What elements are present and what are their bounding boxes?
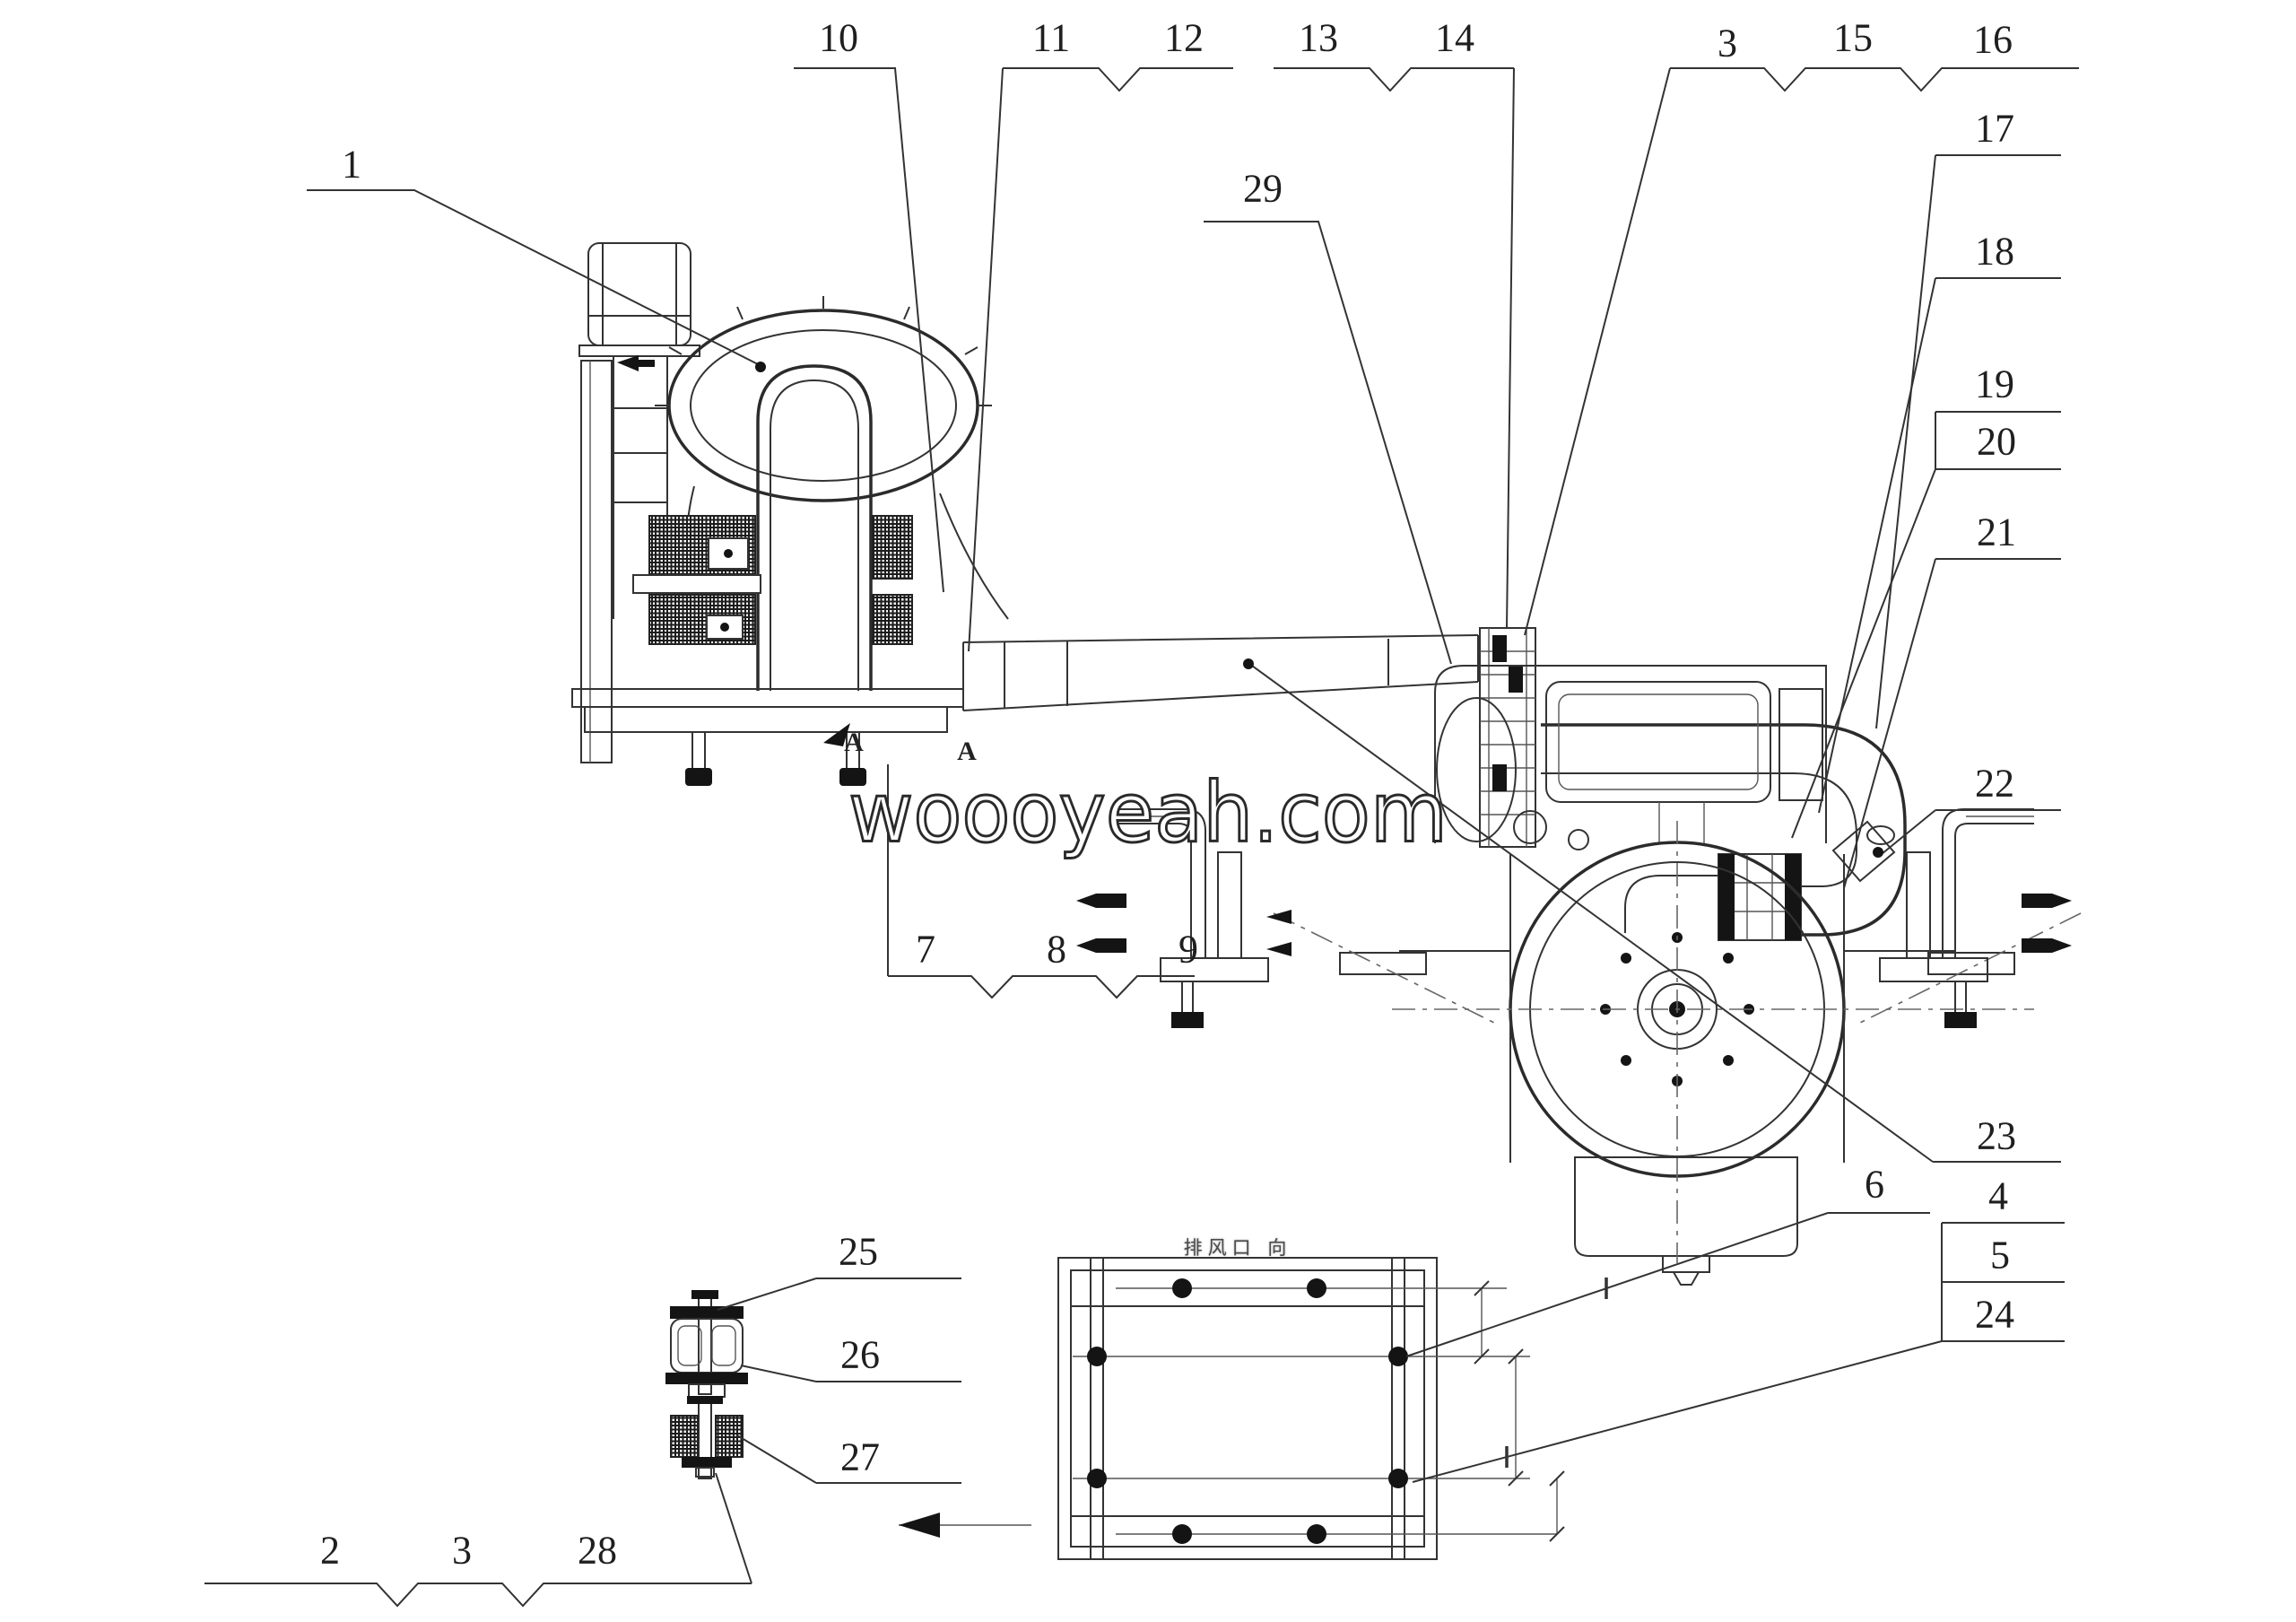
callout-18: 18 bbox=[1975, 229, 2014, 274]
section-marker-a: A bbox=[844, 728, 864, 757]
isolator-lower bbox=[670, 1396, 744, 1479]
plan-caption: 排风口 向 bbox=[1183, 1237, 1292, 1259]
callout-3_top: 3 bbox=[1718, 21, 1737, 65]
callout-16: 16 bbox=[1973, 17, 2013, 62]
callout-5: 5 bbox=[1990, 1233, 2010, 1278]
callout-26: 26 bbox=[840, 1332, 880, 1377]
callout-24: 24 bbox=[1975, 1292, 2014, 1337]
callout-28: 28 bbox=[578, 1528, 617, 1573]
callout-6: 6 bbox=[1865, 1162, 1884, 1207]
mounting-holes bbox=[1087, 1278, 1408, 1544]
callout-14: 14 bbox=[1435, 15, 1474, 60]
callout-13: 13 bbox=[1299, 15, 1338, 60]
callout-7: 7 bbox=[916, 927, 935, 972]
radiator-plan-view bbox=[899, 1257, 1608, 1560]
callout-25: 25 bbox=[839, 1229, 878, 1274]
section-marker-a2: A bbox=[957, 737, 977, 766]
watermark: woooyeah.com bbox=[848, 763, 1449, 862]
callout-29: 29 bbox=[1243, 166, 1283, 211]
callout-21: 21 bbox=[1977, 510, 2016, 554]
callout-17: 17 bbox=[1975, 106, 2014, 151]
callout-27: 27 bbox=[840, 1435, 880, 1479]
callout-15: 15 bbox=[1833, 15, 1873, 60]
callout-4: 4 bbox=[1988, 1173, 2008, 1218]
callout-11: 11 bbox=[1031, 15, 1071, 60]
airflow-arrow-icon bbox=[899, 1513, 940, 1538]
engine-mount-left bbox=[1076, 808, 1269, 1028]
callout-2: 2 bbox=[320, 1528, 340, 1573]
section-arrow-icon bbox=[823, 723, 850, 746]
callout-leaders bbox=[204, 67, 2079, 1608]
callout-9: 9 bbox=[1178, 927, 1198, 972]
callout-23: 23 bbox=[1977, 1113, 2016, 1158]
engine-mount-right bbox=[1879, 808, 2072, 1028]
callout-12: 12 bbox=[1164, 15, 1204, 60]
callout-22: 22 bbox=[1975, 761, 2014, 806]
callout-10: 10 bbox=[819, 15, 858, 60]
transition-duct bbox=[962, 634, 1479, 711]
callout-1: 1 bbox=[342, 142, 361, 187]
flow-arrow-icon bbox=[617, 355, 655, 371]
callout-3_bottom: 3 bbox=[452, 1528, 472, 1573]
callout-19: 19 bbox=[1975, 362, 2014, 406]
blower-radiator-unit bbox=[571, 242, 1009, 786]
callout-8: 8 bbox=[1047, 927, 1066, 972]
callout-20: 20 bbox=[1977, 419, 2016, 464]
isolator-upper bbox=[665, 1290, 748, 1398]
engine-assembly bbox=[1076, 627, 2082, 1286]
